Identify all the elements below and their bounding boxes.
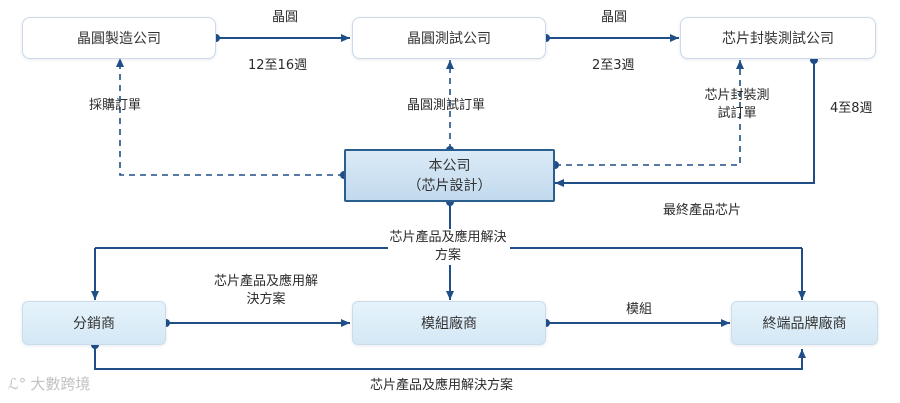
- node-wafer-fab-label: 晶圓製造公司: [77, 31, 161, 47]
- node-company-line2: （芯片設計）: [407, 177, 492, 194]
- node-company: 本公司 （芯片設計）: [344, 149, 555, 202]
- node-brand-maker: 終端品牌廠商: [731, 301, 878, 345]
- node-module-maker: 模組廠商: [352, 301, 546, 345]
- dashed-purchase-order: [116, 58, 344, 176]
- label-module: 模組: [626, 302, 653, 317]
- label-final-chip: 最終產品芯片: [663, 203, 742, 218]
- node-brand-maker-label: 終端品牌廠商: [762, 316, 847, 332]
- label-weeks-2-3: 2至3週: [592, 58, 635, 73]
- node-wafer-test-label: 晶圓測試公司: [407, 31, 491, 47]
- label-weeks-4-8: 4至8週: [830, 101, 873, 116]
- label-chip-solution-bottom: 芯片產品及應用解決方案: [370, 378, 514, 393]
- node-packaging-test: 芯片封裝測試公司: [680, 17, 876, 59]
- label-wafer-2: 晶圓: [601, 10, 628, 25]
- label-purchase-order: 採購訂單: [89, 98, 142, 113]
- node-distributor: 分銷商: [22, 301, 166, 345]
- label-wafer-test-order: 晶圓測試訂單: [407, 98, 486, 113]
- label-packaging-order: 芯片封裝測試訂單: [704, 88, 770, 121]
- node-packaging-test-label: 芯片封裝測試公司: [722, 31, 834, 47]
- watermark-text: 大數跨境: [30, 375, 91, 393]
- label-weeks-12-16: 12至16週: [248, 58, 308, 73]
- label-wafer-1: 晶圓: [272, 10, 299, 25]
- node-module-maker-label: 模組廠商: [421, 316, 477, 332]
- node-wafer-test: 晶圓測試公司: [352, 17, 546, 59]
- node-company-line1: 本公司: [428, 157, 471, 174]
- watermark-logo-icon: ℒ°: [8, 374, 27, 393]
- arrow-distributor-to-brand: [94, 345, 806, 370]
- dashed-packaging-order: [555, 60, 744, 166]
- arrow-packaging-to-company: [555, 60, 815, 187]
- node-wafer-fab: 晶圓製造公司: [22, 17, 216, 59]
- label-chip-solution-center: 芯片產品及應用解決方案: [388, 229, 508, 265]
- label-chip-solution-left: 芯片產品及應用解決方案: [214, 274, 319, 307]
- node-distributor-label: 分銷商: [73, 316, 115, 332]
- watermark: ℒ° 大數跨境: [8, 373, 90, 394]
